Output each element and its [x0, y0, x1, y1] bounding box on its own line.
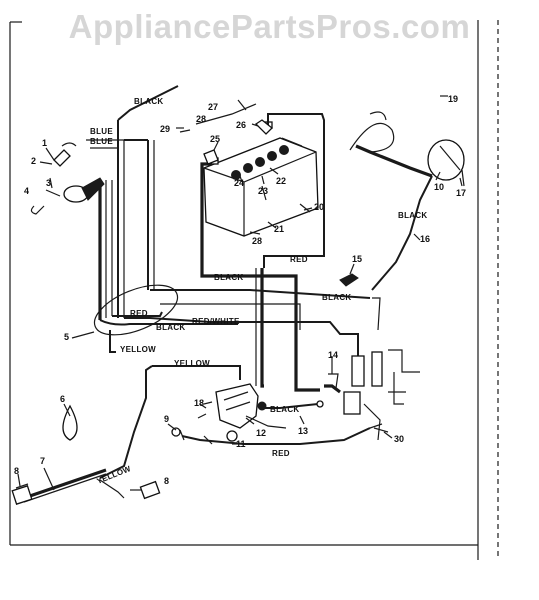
callout-25: 25: [210, 134, 220, 144]
battery-cell-icon: [231, 170, 241, 180]
starter-motor: [197, 383, 287, 442]
callout-14: 14: [328, 350, 338, 360]
callout-3: 3: [46, 178, 51, 188]
callout-28: 28: [196, 114, 206, 124]
fuse-icon: [343, 391, 361, 415]
callout-29: 29: [160, 124, 170, 134]
callout-30: 30: [394, 434, 404, 444]
right-harness: [349, 111, 465, 331]
callout-5: 5: [64, 332, 69, 342]
wire-label-blue: BLUE: [90, 127, 113, 136]
callout-23: 23: [258, 186, 268, 196]
callout-19: 19: [448, 94, 458, 104]
wire-label-red-white: RED/WHITE: [192, 317, 240, 326]
wire-label-yellow: YELLOW: [95, 464, 132, 486]
wire-label-black: BLACK: [270, 405, 300, 414]
wire-label-yellow: YELLOW: [120, 345, 156, 354]
wire-label-red: RED: [130, 309, 148, 318]
wire-label-blue: BLUE: [90, 137, 113, 146]
battery-cell-icon: [255, 157, 265, 167]
switch-cluster: [324, 349, 420, 441]
battery-cables: [200, 113, 325, 392]
callout-6: 6: [60, 394, 65, 404]
callout-2: 2: [31, 156, 36, 166]
wire-label-black: BLACK: [398, 211, 428, 220]
callout-11: 11: [236, 439, 246, 449]
wire-label-black: BLACK: [322, 293, 352, 302]
watermark: AppliancePartsPros.com: [68, 8, 471, 45]
diagram-frame: [9, 20, 499, 560]
callout-26: 26: [236, 120, 246, 130]
callout-7: 7: [40, 456, 45, 466]
callout-4: 4: [24, 186, 29, 196]
harness-clamp-outline: [93, 284, 179, 336]
main-harness: [86, 85, 371, 479]
callout-1: 1: [42, 138, 47, 148]
wire-label-yellow: YELLOW: [174, 359, 210, 368]
callout-22: 22: [276, 176, 286, 186]
battery: [203, 121, 319, 237]
callout-8: 8: [14, 466, 19, 476]
lower-wiring: [179, 400, 383, 445]
callout-15: 15: [352, 254, 362, 264]
small-parts: [11, 95, 448, 505]
callout-16: 16: [420, 234, 430, 244]
callout-28b: 28: [252, 236, 262, 246]
callout-13: 13: [298, 426, 308, 436]
callout-27: 27: [208, 102, 218, 112]
callout-12: 12: [256, 428, 266, 438]
callout-9: 9: [164, 414, 169, 424]
callout-leaders: [17, 123, 463, 491]
callout-10: 10: [434, 182, 444, 192]
callout-20: 20: [314, 202, 324, 212]
starter-bolt-icon: [226, 430, 238, 442]
callout-21: 21: [274, 224, 284, 234]
wire-label-red: RED: [290, 255, 308, 264]
switch-icon: [351, 355, 365, 387]
headlight-icon: [427, 139, 465, 181]
wire-label-red: RED: [272, 449, 290, 458]
wire-label-black: BLACK: [156, 323, 186, 332]
switch-icon: [371, 351, 383, 387]
callout-24: 24: [234, 178, 244, 188]
battery-cell-icon: [267, 151, 277, 161]
callout-18: 18: [194, 398, 204, 408]
part-callouts: 1 2 3 4 5 6 7 8 8 9 10 11 12 13 14 15 16…: [14, 94, 466, 486]
wire-label-black: BLACK: [134, 97, 164, 106]
battery-cell-icon: [279, 145, 289, 155]
callout-17: 17: [456, 188, 466, 198]
callout-8b: 8: [164, 476, 169, 486]
battery-cell-icon: [243, 163, 253, 173]
wire-label-black: BLACK: [214, 273, 244, 282]
